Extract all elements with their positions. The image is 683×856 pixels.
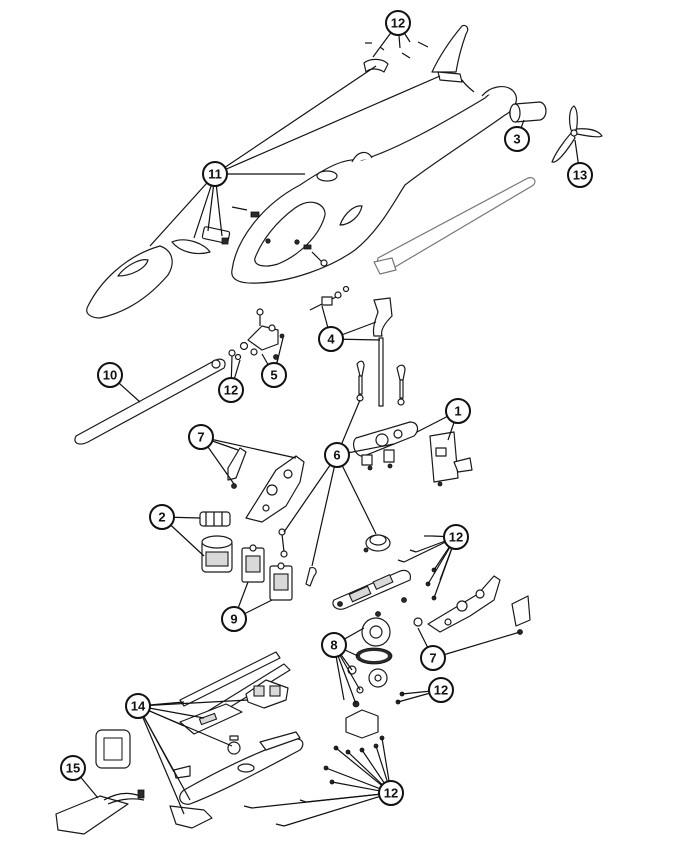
callout-label: 12 — [224, 383, 238, 398]
callout-label: 1 — [454, 404, 461, 419]
frame-plate-right — [427, 575, 501, 633]
callout-label: 11 — [208, 167, 222, 182]
callout-label: 12 — [384, 786, 398, 801]
callout-15: 15 — [60, 755, 86, 781]
main-blade-right — [373, 177, 536, 275]
callout-12-mid: 12 — [443, 524, 469, 550]
landing-gear-bracket — [245, 679, 289, 709]
canopy-mount-bracket — [201, 226, 231, 245]
callout-7-right: 7 — [420, 645, 446, 671]
servo-a — [241, 544, 265, 583]
control-board — [429, 431, 473, 487]
callout-12-top: 12 — [385, 10, 411, 36]
frame-mount-right — [413, 595, 531, 635]
callout-label: 2 — [158, 510, 165, 525]
callout-label: 7 — [429, 651, 436, 666]
servo-linkage-b — [305, 567, 317, 587]
servo-b — [269, 562, 293, 601]
callout-label: 12 — [449, 530, 463, 545]
pulley — [347, 665, 388, 694]
vertical-fin — [431, 24, 475, 93]
callout-7-left: 7 — [188, 424, 214, 450]
frame-tray — [332, 569, 411, 617]
tail-motor — [509, 101, 547, 123]
callout-9: 9 — [221, 606, 247, 632]
servo-linkage-a — [278, 528, 288, 558]
tail-cap — [363, 58, 389, 73]
bottom-plate — [179, 731, 304, 805]
pushrod-right — [396, 364, 406, 406]
swashplate — [228, 308, 285, 361]
pushrod-left — [356, 360, 365, 402]
callout-2: 2 — [149, 504, 175, 530]
callout-label: 13 — [573, 168, 587, 183]
callout-label: 5 — [270, 368, 277, 383]
main-gear-large — [361, 617, 391, 647]
main-gear-small — [363, 534, 391, 553]
callout-label: 15 — [66, 761, 80, 776]
battery-strap — [95, 729, 131, 769]
callout-label: 8 — [330, 638, 337, 653]
callout-6: 6 — [324, 442, 350, 468]
main-blade-left — [74, 358, 226, 445]
callout-11: 11 — [202, 161, 228, 187]
callout-14: 14 — [125, 693, 151, 719]
motor — [201, 535, 233, 573]
callout-1: 1 — [445, 398, 471, 424]
main-shaft — [378, 337, 384, 407]
hardware-screws-upper — [397, 535, 437, 601]
canopy-mount-pin-upper — [231, 206, 260, 218]
skid-end — [169, 805, 213, 829]
canopy-mount-pin-lower — [303, 244, 328, 267]
callout-label: 7 — [197, 430, 204, 445]
callout-label: 6 — [333, 448, 340, 463]
battery-tray — [179, 703, 243, 755]
callout-4: 4 — [318, 326, 344, 352]
frame-plate-left — [245, 455, 305, 523]
canopy-window-piece — [171, 239, 211, 255]
callout-3: 3 — [504, 126, 530, 152]
receiver-unit — [352, 421, 419, 471]
callout-label: 12 — [434, 683, 448, 698]
callout-label: 12 — [391, 16, 405, 31]
callout-12-right: 12 — [428, 677, 454, 703]
callout-label: 14 — [131, 699, 146, 714]
callout-label: 3 — [513, 132, 520, 147]
fuselage-body — [231, 86, 517, 284]
bearing-block — [345, 700, 379, 739]
callout-label: 4 — [327, 332, 335, 347]
callout-label: 9 — [230, 612, 237, 627]
blade-bolt — [309, 285, 350, 311]
callout-10: 10 — [97, 362, 123, 388]
blade-grip — [372, 297, 393, 337]
callout-13: 13 — [567, 162, 593, 188]
drive-belt — [355, 647, 393, 665]
callout-12-swash: 12 — [218, 377, 244, 403]
callout-8: 8 — [321, 632, 347, 658]
callout-label: 10 — [103, 368, 117, 383]
callout-12-bottom: 12 — [378, 780, 404, 806]
front-canopy — [86, 245, 173, 319]
callout-5: 5 — [261, 362, 287, 388]
battery-pack — [55, 789, 145, 835]
frame-mount-left — [227, 447, 247, 489]
tail-rotor — [551, 105, 603, 163]
skid-clip — [173, 765, 191, 779]
motor-pinion — [199, 511, 231, 527]
